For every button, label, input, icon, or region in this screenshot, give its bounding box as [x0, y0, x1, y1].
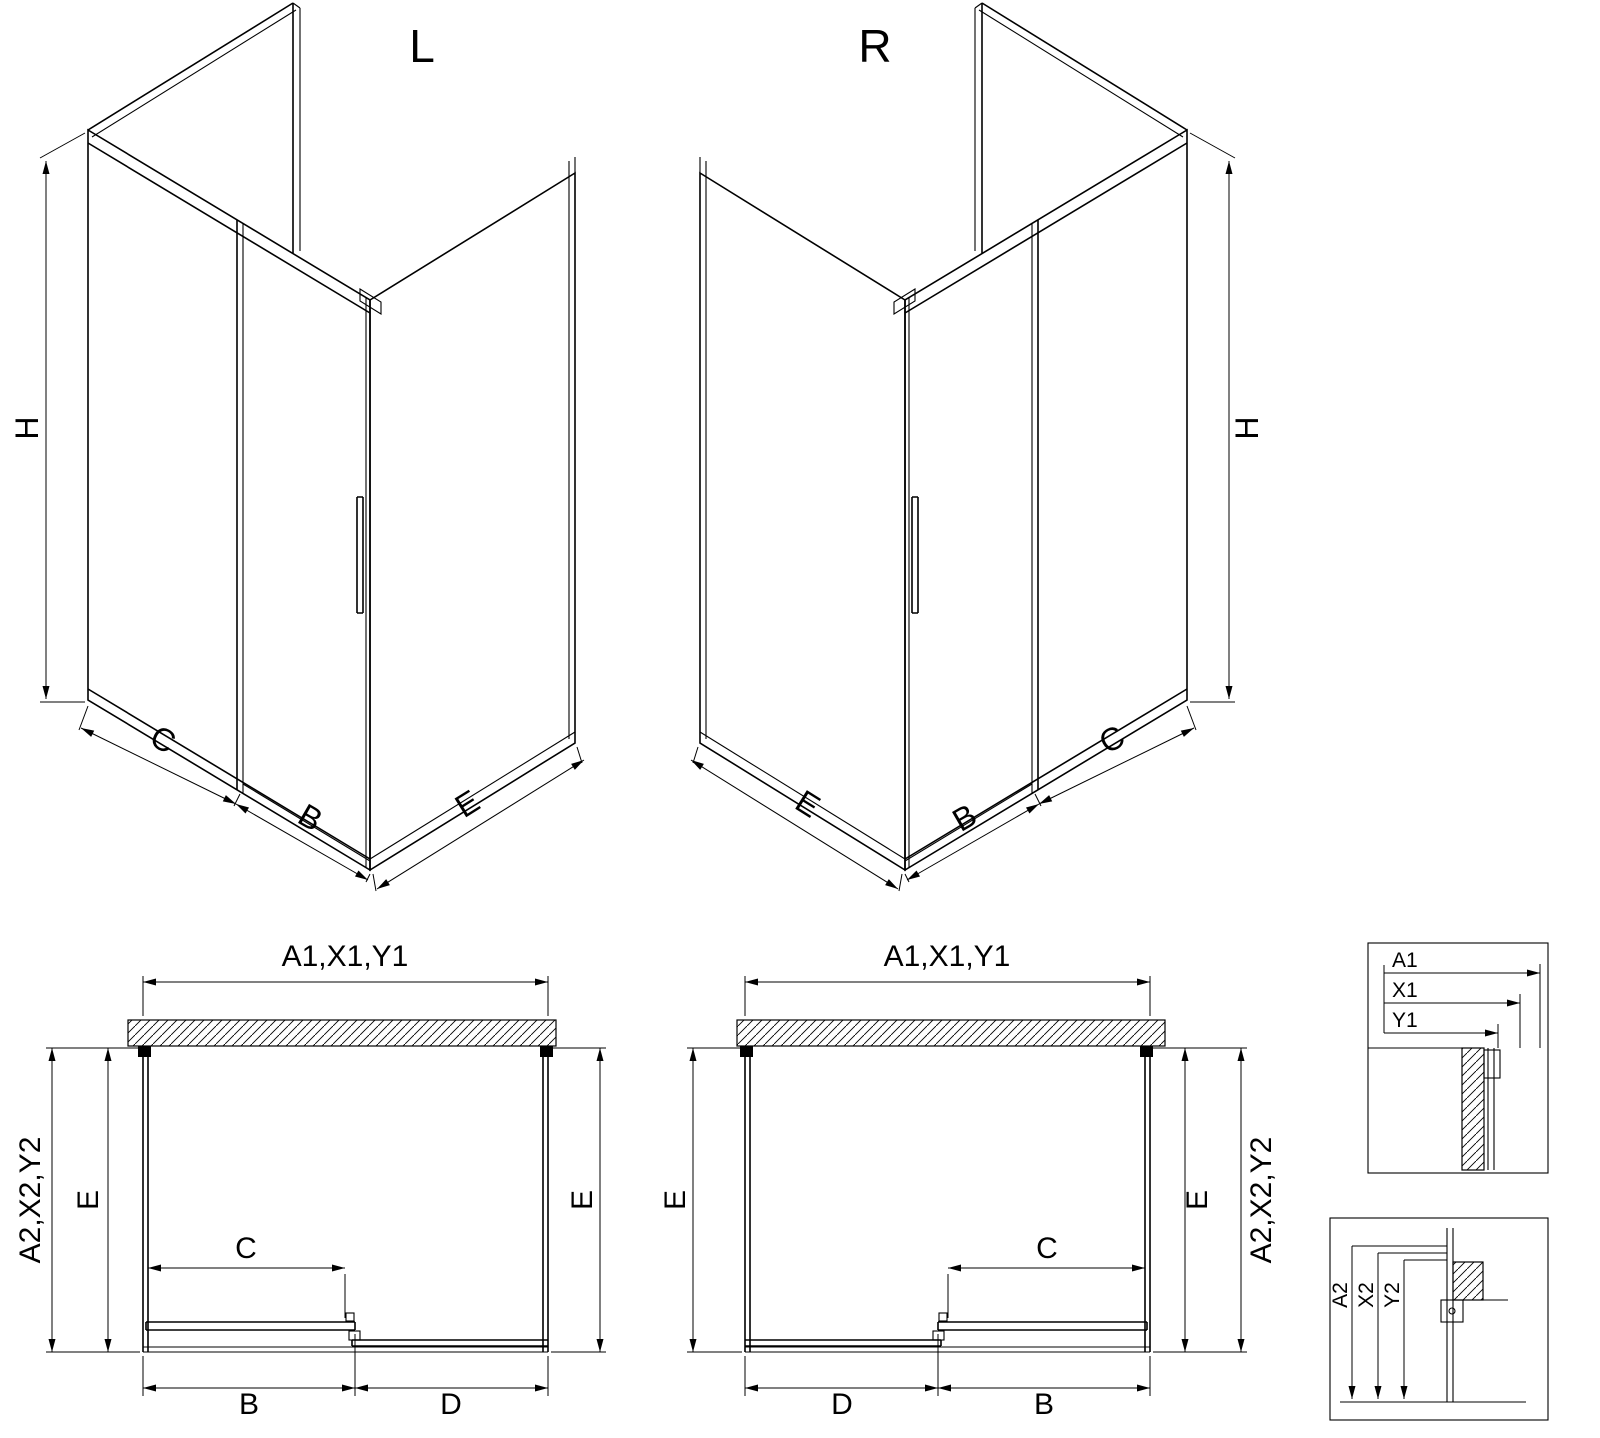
- dimension-d-b: D B: [744, 1334, 1151, 1421]
- corner-connector: [893, 288, 916, 315]
- dimension-c-b: C B: [78, 705, 371, 883]
- dim-label-y2: Y2: [1381, 1282, 1404, 1308]
- door-handle: [356, 496, 364, 614]
- iso-view-right: R H: [690, 2, 1265, 892]
- wall-section: [1452, 1261, 1484, 1301]
- dimension-e-left: E: [72, 1048, 112, 1352]
- dimension-c: C: [947, 1232, 1145, 1318]
- enclosure-plan: [138, 1046, 553, 1353]
- dim-label-h: H: [9, 416, 45, 439]
- view-label-left: L: [409, 20, 435, 72]
- dim-label-e-left: E: [659, 1190, 692, 1210]
- dim-label-e-right: E: [566, 1190, 599, 1210]
- wall-section: [127, 1019, 557, 1047]
- dimension-height: H: [1189, 132, 1265, 703]
- dim-label-a2: A2: [1329, 1282, 1352, 1308]
- dim-label-a1: A1,X1,Y1: [884, 940, 1011, 973]
- dimension-a2: A2,X2,Y2: [14, 1047, 140, 1353]
- dimension-height: H: [9, 132, 86, 703]
- dimension-c: C: [148, 1232, 346, 1318]
- dimension-a1: A1,X1,Y1: [744, 940, 1151, 1016]
- door-handle: [911, 496, 919, 614]
- back-side-panel: [87, 2, 301, 253]
- dimension-a1: A1,X1,Y1: [142, 940, 549, 1016]
- door-wall: [904, 128, 1188, 872]
- detail-view-bottom: A2 X2 Y2: [1329, 1217, 1549, 1421]
- dim-label-c: C: [235, 1232, 257, 1265]
- dim-label-e-left: E: [72, 1190, 105, 1210]
- wall-section: [1461, 1047, 1485, 1171]
- left-side-panel: [699, 157, 906, 872]
- dimension-e-right: E: [1181, 1048, 1214, 1352]
- dim-label-x1: X1: [1392, 979, 1418, 1002]
- dim-label-h: H: [1229, 416, 1265, 439]
- door-wall: [87, 128, 371, 872]
- detail-view-top: A1 X1 Y1: [1367, 942, 1549, 1174]
- dim-label-a1: A1: [1392, 949, 1418, 972]
- dim-label-x2: X2: [1355, 1282, 1378, 1308]
- enclosure-plan: [740, 1046, 1153, 1353]
- plan-view-right: A1,X1,Y1 E E A2,X2,Y2: [659, 940, 1278, 1421]
- dim-label-a2: A2,X2,Y2: [1245, 1137, 1278, 1264]
- dim-label-c: C: [1093, 718, 1130, 761]
- dim-label-d: D: [831, 1388, 853, 1421]
- dimension-e: E: [372, 746, 585, 892]
- dimension-a2: A2,X2,Y2: [1153, 1047, 1278, 1353]
- dimension-b-d: B D: [142, 1334, 549, 1421]
- back-side-panel: [974, 2, 1188, 253]
- dim-label-y1: Y1: [1392, 1009, 1418, 1032]
- dim-label-b: B: [1034, 1388, 1054, 1421]
- iso-view-left: L: [9, 2, 585, 892]
- wall-section: [736, 1019, 1166, 1047]
- dim-label-b: B: [239, 1388, 259, 1421]
- dimension-b-c: B C: [904, 705, 1197, 883]
- dim-label-c: C: [1036, 1232, 1058, 1265]
- dim-label-d: D: [440, 1388, 462, 1421]
- corner-connector: [359, 288, 382, 315]
- dim-label-e-right: E: [1181, 1190, 1214, 1210]
- view-label-right: R: [858, 20, 891, 72]
- dim-label-c: C: [145, 718, 182, 761]
- right-side-panel: [369, 157, 576, 872]
- dim-label-a2: A2,X2,Y2: [14, 1137, 47, 1264]
- dimension-e: E: [690, 746, 903, 892]
- dim-label-a1: A1,X1,Y1: [282, 940, 409, 973]
- dimension-e-left: E: [659, 1047, 742, 1353]
- plan-view-left: A1,X1,Y1 A2,X2,Y2 E E: [14, 940, 606, 1421]
- dimension-e-right: E: [551, 1047, 606, 1353]
